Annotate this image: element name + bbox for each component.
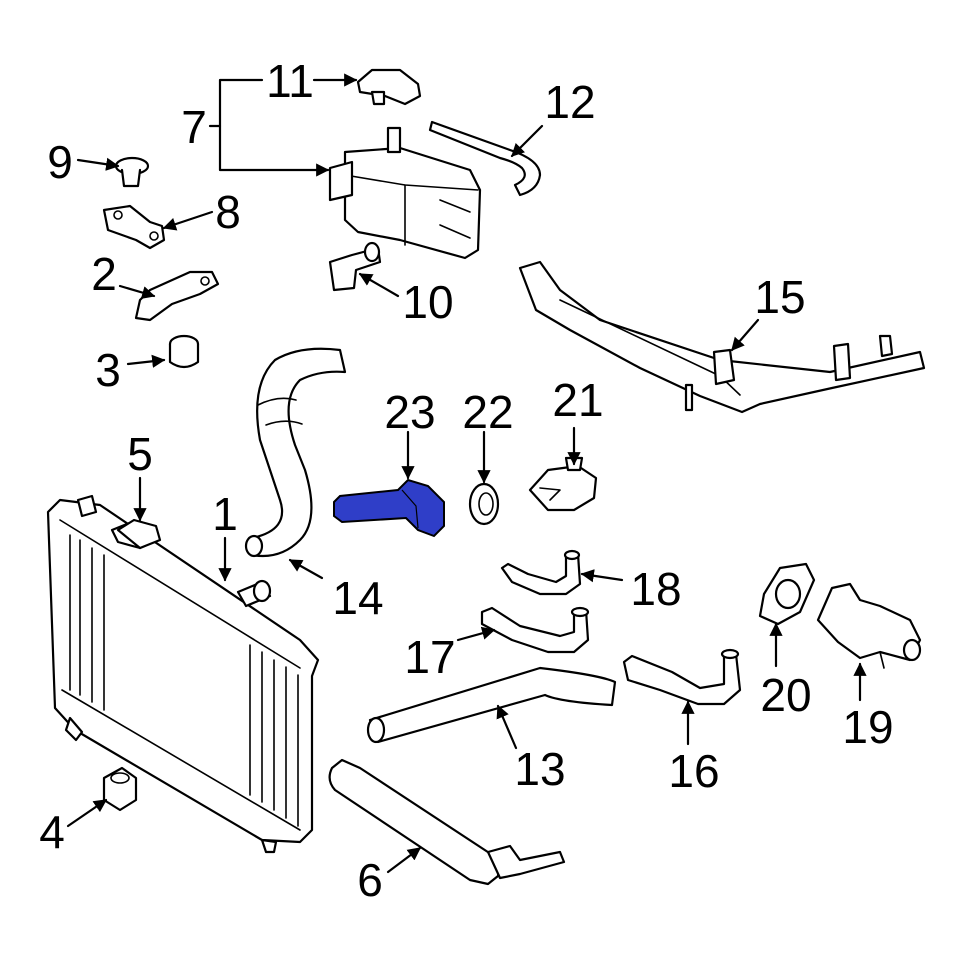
gasket-part[interactable] (758, 562, 816, 626)
callout-3: 3 (95, 344, 121, 396)
water-hose-part[interactable] (500, 549, 582, 596)
heater-hose-part[interactable] (480, 606, 590, 654)
callout-13: 13 (514, 743, 565, 795)
callout-4: 4 (39, 806, 65, 858)
water-outlet-part[interactable] (816, 582, 922, 669)
callout-17: 17 (404, 631, 455, 683)
callout-2: 2 (91, 248, 117, 300)
callout-19: 19 (842, 701, 893, 753)
callout-21: 21 (552, 374, 603, 426)
callout-12: 12 (544, 76, 595, 128)
bypass-hose-part[interactable] (622, 648, 742, 706)
cushion-part[interactable] (168, 334, 200, 369)
callout-8: 8 (215, 186, 241, 238)
reservoir-tank-part[interactable] (328, 126, 482, 260)
leader-lines (66, 73, 867, 874)
callout-1: 1 (212, 488, 238, 540)
callout-15: 15 (754, 271, 805, 323)
callout-7: 7 (181, 101, 207, 153)
callout-23: 23 (384, 386, 435, 438)
callout-9: 9 (47, 136, 73, 188)
water-inlet-part-highlighted[interactable] (333, 478, 445, 538)
clip-part[interactable] (114, 156, 150, 188)
lower-cushion-part[interactable] (102, 766, 138, 812)
bypass-pipe-part[interactable] (328, 758, 566, 886)
reservoir-cap-part[interactable] (356, 68, 422, 106)
upper-radiator-hose-part[interactable] (244, 347, 347, 558)
reservoir-bracket-part[interactable] (328, 241, 382, 292)
callout-5: 5 (127, 428, 153, 480)
lower-radiator-hose-part[interactable] (366, 666, 617, 744)
upper-bracket-part[interactable] (102, 204, 166, 250)
water-pipe-part[interactable] (518, 260, 926, 414)
radiator-part[interactable] (46, 494, 320, 854)
callout-20: 20 (760, 669, 811, 721)
callout-labels: 1 2 3 4 5 6 7 8 9 10 11 12 13 14 15 16 1… (39, 55, 893, 906)
radiator-cap-part[interactable] (116, 518, 162, 550)
callout-14: 14 (332, 572, 383, 624)
callout-11: 11 (266, 55, 314, 107)
callout-18: 18 (630, 563, 681, 615)
callout-16: 16 (668, 745, 719, 797)
overflow-hose-part[interactable] (428, 120, 542, 197)
callout-6: 6 (357, 854, 383, 906)
callout-22: 22 (462, 386, 513, 438)
thermostat-part[interactable] (528, 456, 598, 512)
thermostat-gasket-part[interactable] (468, 482, 500, 526)
lower-bracket-part[interactable] (134, 270, 220, 322)
radiator-core (69, 534, 299, 827)
callout-10: 10 (402, 276, 453, 328)
